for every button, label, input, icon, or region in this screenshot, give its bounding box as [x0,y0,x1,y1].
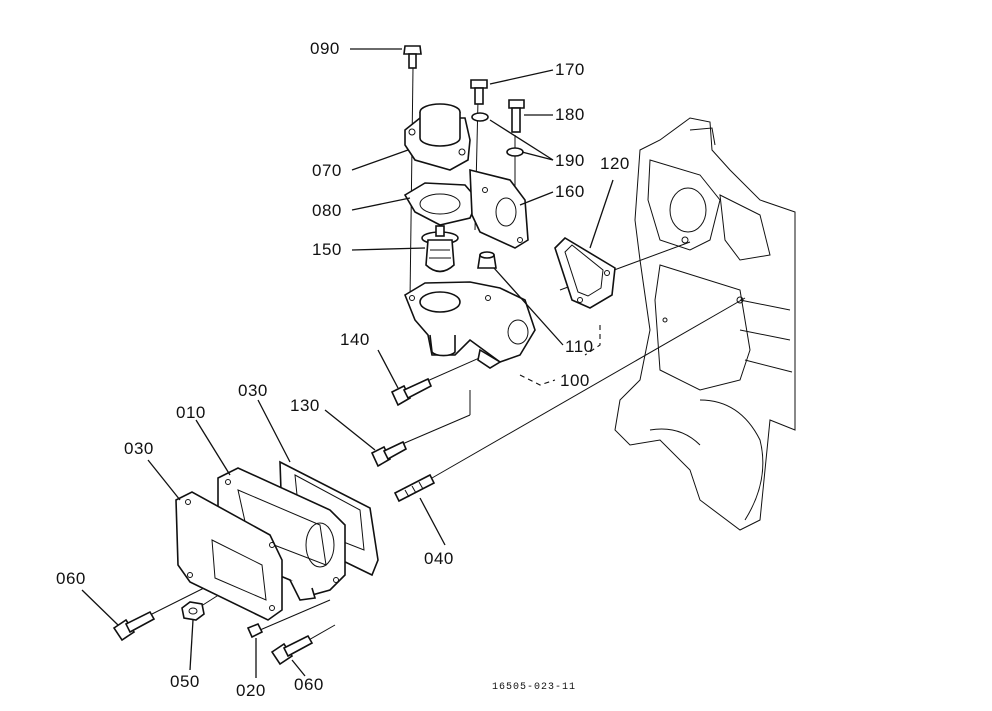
callout-010: 010 [176,403,206,422]
plug-110 [477,251,497,269]
callout-170: 170 [555,60,585,79]
bolt-060-left [112,610,156,642]
callout-060-bottom: 060 [294,675,324,694]
gasket-030-front [175,491,283,621]
housing-assembly-bracket [519,325,601,386]
callout-050: 050 [170,672,200,691]
callout-190: 190 [555,151,585,170]
callout-120: 120 [600,154,630,173]
callout-130: 130 [290,396,320,415]
nut-050 [181,601,205,621]
bolt-130 [370,440,408,468]
stud-040 [393,473,436,503]
bolt-140 [390,377,433,407]
callout-060-left: 060 [56,569,86,588]
callout-070: 070 [312,161,342,180]
thermostat-housing-100 [404,281,536,369]
thermostat-150 [421,225,459,273]
bolt-060-bottom [270,634,314,666]
engine-block [614,117,796,531]
callout-030-front: 030 [124,439,154,458]
callout-110: 110 [565,337,594,356]
callout-020: 020 [236,681,266,700]
figure-id: 16505-023-11 [492,682,577,693]
bolt-180 [508,99,525,133]
callout-100: 100 [560,371,590,390]
callout-leaders [81,48,614,678]
pin-020 [246,622,264,639]
callout-030-rear: 030 [238,381,268,400]
bracket-160 [469,168,529,249]
callout-090: 090 [310,39,340,58]
callout-160: 160 [555,182,585,201]
callout-040: 040 [424,549,454,568]
thermostat-cover-070 [404,103,471,171]
bolt-170 [470,79,488,105]
callout-180: 180 [555,105,585,124]
gasket-120 [554,236,616,309]
callout-080: 080 [312,201,342,220]
water-flange-010 [217,467,346,601]
callout-140: 140 [340,330,370,349]
callout-150: 150 [312,240,342,259]
gasket-080 [403,182,479,226]
bolt-090 [403,45,422,69]
washers-190 [471,112,524,157]
